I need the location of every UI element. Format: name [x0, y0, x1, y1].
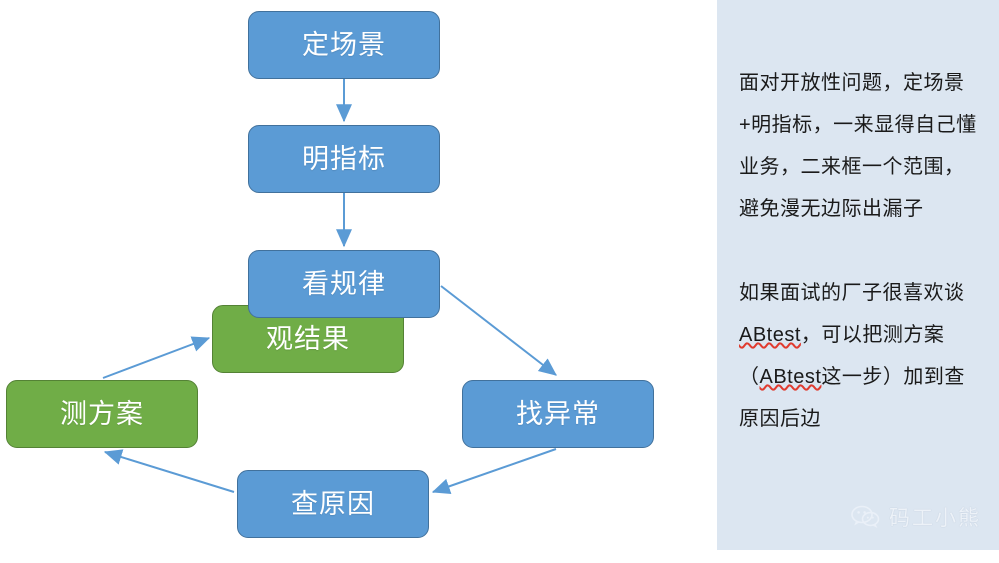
edge-anomaly-to-cause [431, 448, 557, 495]
flow-node-anomaly-label: 找异常 [516, 398, 600, 429]
watermark-label: 码工小熊 [889, 507, 981, 530]
flow-node-scene[interactable]: 定场景 [248, 11, 440, 79]
flow-node-scene-label: 定场景 [302, 29, 386, 60]
flow-node-plan-label: 测方案 [60, 398, 144, 429]
note-term-abtest-2: ABtest [759, 366, 822, 388]
wechat-icon [851, 505, 880, 528]
flow-node-metric[interactable]: 明指标 [248, 125, 440, 193]
edge-cause-to-plan [103, 449, 235, 493]
edge-pattern-to-anomaly [440, 285, 557, 376]
note-paragraph-2-text-b: ，可以把测方案（ [739, 324, 945, 388]
flow-node-cause[interactable]: 查原因 [237, 470, 429, 538]
note-paragraph-2-text-a: 如果面试的厂子很喜欢谈 [739, 282, 965, 304]
flow-node-pattern-label: 看规律 [302, 268, 386, 299]
flow-node-result-label: 观结果 [266, 323, 350, 354]
watermark: 码工小熊 [851, 502, 981, 532]
flow-node-pattern[interactable]: 看规律 [248, 250, 440, 318]
note-paragraph-2: 如果面试的厂子很喜欢谈ABtest，可以把测方案（ABtest这一步）加到查原因… [739, 272, 977, 440]
flow-node-plan[interactable]: 测方案 [6, 380, 198, 448]
note-paragraph-spacer [739, 230, 977, 272]
flowchart-area: 观结果 定场景 明指标 看规律 测方案 找异常 查原因 [6, 11, 654, 538]
flow-node-anomaly[interactable]: 找异常 [462, 380, 654, 448]
flow-node-metric-label: 明指标 [302, 143, 386, 174]
note-paragraph-2-text-c: 这一步）加到查原因后边 [739, 366, 965, 430]
note-paragraph-1: 面对开放性问题，定场景+明指标，一来显得自己懂业务，二来框一个范围，避免漫无边际… [739, 72, 977, 220]
note-term-abtest-1: ABtest [739, 324, 801, 346]
note-panel: 面对开放性问题，定场景+明指标，一来显得自己懂业务，二来框一个范围，避免漫无边际… [717, 0, 999, 550]
edge-plan-to-result [102, 336, 211, 379]
flow-node-cause-label: 查原因 [291, 488, 375, 519]
